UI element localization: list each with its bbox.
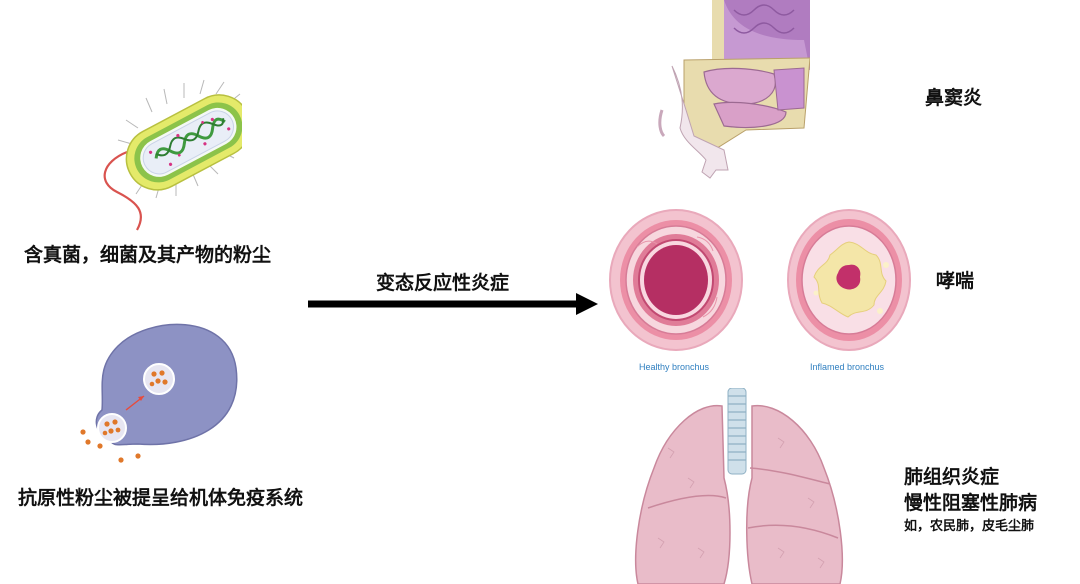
inflamed-bronchus-illustration [786, 207, 912, 353]
sinusitis-label: 鼻窦炎 [925, 87, 983, 109]
allergic-inflammation-label: 变态反应性炎症 [376, 272, 510, 294]
healthy-bronchus-illustration [607, 207, 745, 353]
antigen-dust-label: 抗原性粉尘被提呈给机体免疫系统 [18, 487, 304, 509]
healthy-bronchus-caption: Healthy bronchus [639, 362, 710, 372]
nasal-sinus-illustration [654, 0, 810, 184]
copd-label: 慢性阻塞性肺病 [904, 492, 1038, 514]
main-arrow [308, 293, 598, 315]
lungs-illustration [628, 388, 850, 584]
bacteria-dust-label: 含真菌，细菌及其产物的粉尘 [24, 244, 272, 266]
asthma-label: 哮喘 [936, 270, 975, 292]
lung-examples-label: 如，农民肺，皮毛尘肺 [904, 519, 1035, 534]
inflamed-bronchus-caption: Inflamed bronchus [810, 362, 885, 372]
lung-inflammation-label: 肺组织炎症 [904, 466, 1000, 488]
immune-cell-illustration [78, 318, 240, 468]
bacterium-illustration [92, 72, 242, 232]
